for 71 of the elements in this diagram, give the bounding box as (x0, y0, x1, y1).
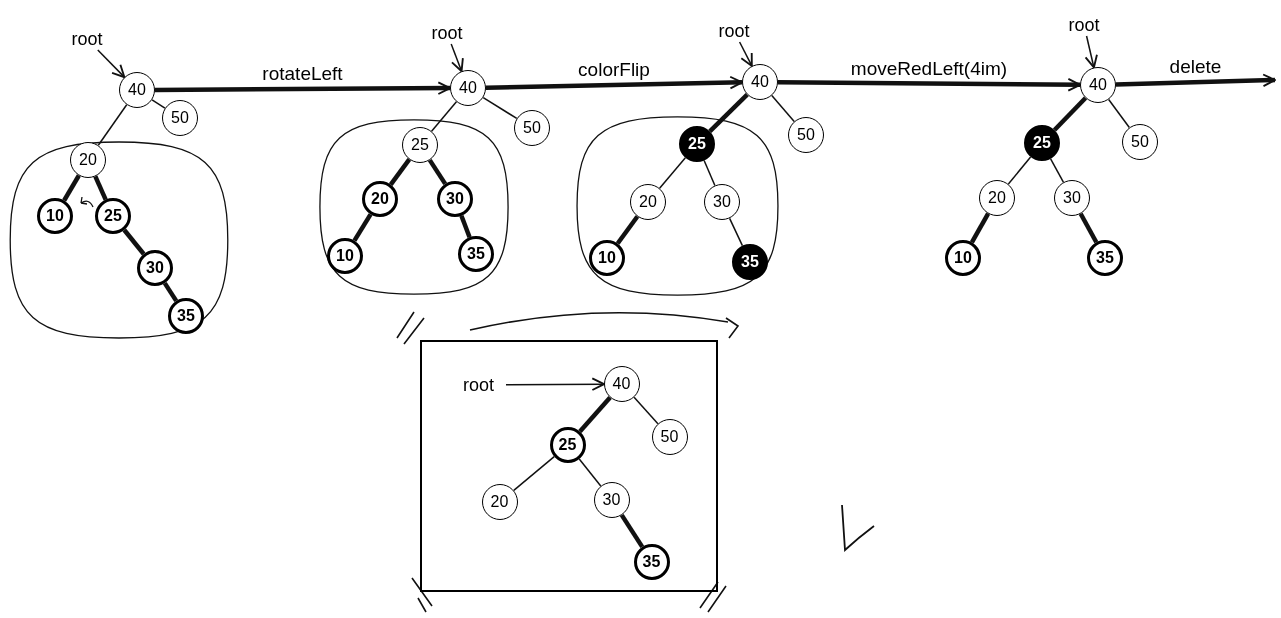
tree-node: 50 (514, 110, 550, 146)
tree-node: 25 (1024, 125, 1060, 161)
pointer-label: root (65, 28, 109, 50)
frame-box (420, 340, 718, 592)
tree-node: 40 (742, 64, 778, 100)
tree-node: 30 (1054, 180, 1090, 216)
tree-edge (513, 455, 555, 492)
tree-edge (388, 158, 412, 186)
tree-node: 30 (704, 184, 740, 220)
loop-outline (318, 118, 510, 296)
tree-node: 20 (630, 184, 666, 220)
tree-node: 25 (95, 198, 131, 234)
tree-node: 30 (137, 250, 173, 286)
tree-edge (708, 93, 749, 133)
tree-edge (97, 104, 128, 146)
tree-node: 40 (1080, 67, 1116, 103)
tree-node: 50 (162, 100, 198, 136)
tree-edge (1052, 96, 1088, 132)
tree-edge (615, 215, 640, 245)
pointer-label: root (451, 371, 506, 398)
tree-node: 35 (458, 236, 494, 272)
tree-node: 35 (168, 298, 204, 334)
arrow (97, 49, 126, 79)
arrow (505, 377, 605, 391)
arrow (777, 77, 1081, 92)
tree-node: 35 (633, 543, 670, 580)
tree-node: 25 (402, 127, 438, 163)
arrow (155, 81, 451, 95)
tree-node: 20 (70, 142, 106, 178)
tree-edge (578, 396, 612, 433)
pointer-label: root (425, 22, 469, 44)
tree-edge (430, 101, 458, 132)
tree-edge (633, 396, 659, 425)
tree-node: 25 (549, 426, 586, 463)
tree-node: 50 (1122, 124, 1158, 160)
tree-node: 10 (37, 198, 73, 234)
tree-node: 30 (437, 181, 473, 217)
tree-edge (151, 99, 166, 109)
tree-edge (771, 94, 795, 123)
loop-outline (575, 115, 780, 297)
tree-node: 40 (603, 365, 640, 402)
tree-edge (482, 96, 518, 120)
tree-node: 40 (119, 72, 155, 108)
loop-outline (8, 140, 230, 340)
pointer-label: root (712, 20, 756, 42)
tree-edge (1107, 98, 1131, 129)
tree-node: 20 (362, 181, 398, 217)
edge-label: colorFlip (576, 60, 652, 79)
tree-node: 40 (450, 70, 486, 106)
arrow (485, 75, 743, 90)
tree-node: 30 (593, 481, 630, 518)
tree-node: 10 (589, 240, 625, 276)
pointer-label: root (1062, 14, 1106, 36)
tree-node: 35 (1087, 240, 1123, 276)
tree-node: 50 (788, 117, 824, 153)
tree-edge (578, 458, 602, 487)
tree-node: 35 (732, 244, 768, 280)
tree-node: 10 (327, 238, 363, 274)
tree-node: 25 (679, 126, 715, 162)
tree-edge (658, 157, 687, 189)
tree-edge (459, 215, 472, 238)
arrow (1084, 35, 1098, 69)
tree-node: 20 (481, 483, 518, 520)
arrow (1115, 73, 1276, 88)
tree-edge (1007, 156, 1032, 185)
arrow (738, 41, 753, 67)
tree-node: 10 (945, 240, 981, 276)
tree-edge (122, 228, 146, 256)
tree-node: 50 (651, 418, 688, 455)
edge-label: rotateLeft (260, 64, 345, 83)
tree-node: 20 (979, 180, 1015, 216)
